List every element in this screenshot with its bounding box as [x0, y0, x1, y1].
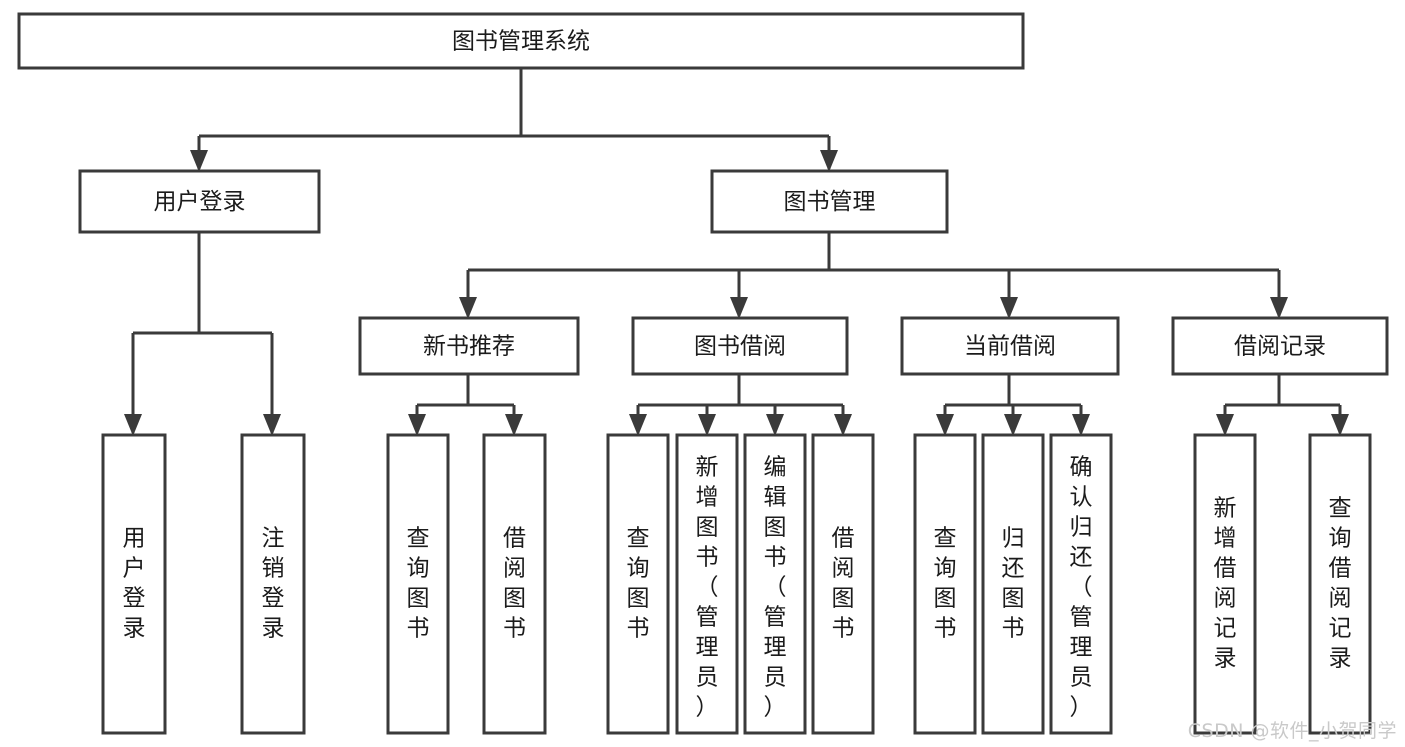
node-new-book-recommend[interactable]: 新书推荐	[358, 316, 580, 376]
node-borrow-record[interactable]: 借阅记录	[1171, 316, 1389, 376]
node-leaf-add-borrow-record-label: 新增借阅记录	[1214, 496, 1237, 672]
node-user-login-box[interactable]	[78, 169, 321, 234]
node-leaf-borrow-book-bor[interactable]: 借阅图书	[811, 433, 875, 735]
node-leaf-return-book[interactable]: 归还图书	[981, 433, 1045, 735]
node-root-label: 图书管理系统	[452, 29, 590, 55]
connectors-layer	[131, 68, 1342, 433]
arrow-head-icon	[834, 414, 852, 436]
node-leaf-add-borrow-record[interactable]: 新增借阅记录	[1193, 433, 1257, 735]
node-leaf-confirm-return-admin[interactable]: 确认归还（管理员）	[1049, 433, 1113, 735]
node-leaf-query-book-rec-label: 查询图书	[407, 526, 430, 642]
node-leaf-user-logout-label: 注销登录	[262, 526, 285, 642]
node-leaf-query-borrow-record[interactable]: 查询借阅记录	[1308, 433, 1372, 735]
node-leaf-query-book-cur[interactable]: 查询图书	[913, 433, 977, 735]
node-borrow-record-box[interactable]	[1171, 316, 1389, 376]
node-leaf-edit-book-admin[interactable]: 编辑图书（管理员）	[743, 433, 807, 735]
node-leaf-add-book-admin[interactable]: 新增图书（管理员）	[675, 433, 739, 735]
arrow-head-icon	[505, 414, 523, 436]
node-leaf-query-book-rec-box[interactable]	[386, 433, 450, 735]
arrow-head-icon	[124, 414, 142, 436]
node-leaf-borrow-book-rec[interactable]: 借阅图书	[482, 433, 547, 735]
arrow-head-icon	[459, 297, 477, 319]
arrow-head-icon	[1072, 414, 1090, 436]
node-borrow-record-label: 借阅记录	[1234, 334, 1326, 360]
node-book-borrow-box[interactable]	[631, 316, 849, 376]
node-leaf-confirm-return-admin-label: 确认归还（管理员）	[1070, 455, 1093, 721]
node-leaf-query-borrow-record-box[interactable]	[1308, 433, 1372, 735]
node-leaf-borrow-book-rec-label: 借阅图书	[503, 526, 526, 642]
arrow-head-icon	[190, 150, 208, 172]
node-current-borrow-label: 当前借阅	[964, 334, 1056, 360]
node-user-login[interactable]: 用户登录	[78, 169, 321, 234]
node-leaf-borrow-book-bor-box[interactable]	[811, 433, 875, 735]
node-leaf-query-book-rec[interactable]: 查询图书	[386, 433, 450, 735]
node-leaf-add-borrow-record-box[interactable]	[1193, 433, 1257, 735]
node-leaf-return-book-box[interactable]	[981, 433, 1045, 735]
node-book-management-label: 图书管理	[784, 189, 876, 215]
node-root-box[interactable]	[17, 12, 1025, 70]
node-current-borrow-box[interactable]	[900, 316, 1120, 376]
node-leaf-user-login-label: 用户登录	[123, 526, 146, 642]
node-book-management[interactable]: 图书管理	[710, 169, 949, 234]
node-leaf-edit-book-admin-box[interactable]	[743, 433, 807, 735]
node-leaf-edit-book-admin-label: 编辑图书（管理员）	[764, 455, 787, 721]
arrow-head-icon	[730, 297, 748, 319]
arrow-head-icon	[629, 414, 647, 436]
node-leaf-user-logout[interactable]: 注销登录	[240, 433, 306, 735]
node-leaf-return-book-label: 归还图书	[1002, 526, 1025, 642]
node-leaf-query-borrow-record-label: 查询借阅记录	[1329, 496, 1352, 672]
arrow-head-icon	[263, 414, 281, 436]
node-leaf-user-logout-box[interactable]	[240, 433, 306, 735]
arrow-head-icon	[408, 414, 426, 436]
csdn-watermark: CSDN @软件_小贺同学	[1187, 720, 1397, 742]
node-book-management-box[interactable]	[710, 169, 949, 234]
node-book-borrow-label: 图书借阅	[694, 334, 786, 360]
arrow-head-icon	[1331, 414, 1349, 436]
node-leaf-query-book-bor-label: 查询图书	[627, 526, 650, 642]
node-book-borrow[interactable]: 图书借阅	[631, 316, 849, 376]
node-root[interactable]: 图书管理系统	[17, 12, 1025, 70]
node-leaf-query-book-cur-label: 查询图书	[934, 526, 957, 642]
node-user-login-label: 用户登录	[154, 189, 246, 215]
node-leaf-query-book-cur-box[interactable]	[913, 433, 977, 735]
arrow-head-icon	[820, 150, 838, 172]
node-leaf-add-book-admin-label: 新增图书（管理员）	[696, 455, 719, 721]
node-leaf-user-login-box[interactable]	[101, 433, 167, 735]
nodes-layer: 图书管理系统用户登录图书管理新书推荐图书借阅当前借阅借阅记录用户登录注销登录查询…	[17, 12, 1389, 735]
node-new-book-recommend-box[interactable]	[358, 316, 580, 376]
arrow-head-icon	[1000, 297, 1018, 319]
node-current-borrow[interactable]: 当前借阅	[900, 316, 1120, 376]
arrow-head-icon	[698, 414, 716, 436]
arrow-head-icon	[1216, 414, 1234, 436]
node-leaf-user-login[interactable]: 用户登录	[101, 433, 167, 735]
node-leaf-confirm-return-admin-box[interactable]	[1049, 433, 1113, 735]
node-leaf-borrow-book-bor-label: 借阅图书	[832, 526, 855, 642]
arrowheads-layer	[124, 150, 1349, 436]
arrow-head-icon	[1004, 414, 1022, 436]
arrow-head-icon	[936, 414, 954, 436]
node-leaf-query-book-bor-box[interactable]	[606, 433, 670, 735]
arrow-head-icon	[766, 414, 784, 436]
node-leaf-add-book-admin-box[interactable]	[675, 433, 739, 735]
node-new-book-recommend-label: 新书推荐	[423, 334, 515, 360]
node-leaf-borrow-book-rec-box[interactable]	[482, 433, 547, 735]
arrow-head-icon	[1270, 297, 1288, 319]
node-leaf-query-book-bor[interactable]: 查询图书	[606, 433, 670, 735]
